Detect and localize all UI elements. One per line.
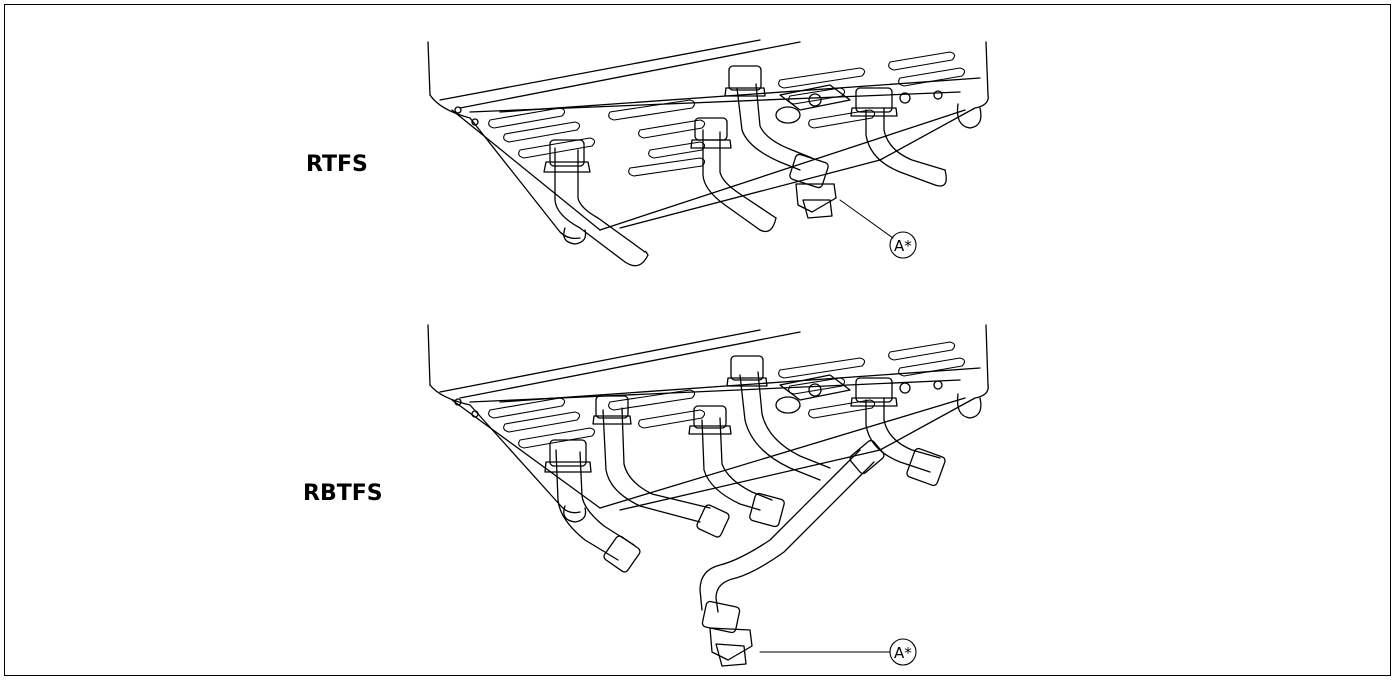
- rbtfs-boiler-underside: [427, 324, 989, 523]
- rtfs-callout-label: A*: [894, 237, 912, 255]
- model-label-rbtfs: RBTFS: [303, 481, 383, 506]
- rtfs-pipes: [543, 65, 947, 267]
- rtfs-boiler-underside: [427, 39, 989, 245]
- rbtfs-pipes: [544, 355, 946, 667]
- rbtfs-vent-slots: [488, 341, 966, 449]
- figure-frame: [4, 4, 1391, 676]
- rtfs-vent-slots: [488, 51, 966, 177]
- rbtfs-callout-label: A*: [894, 644, 912, 662]
- model-label-rtfs: RTFS: [306, 152, 368, 177]
- rtfs-callout: A*: [839, 199, 917, 259]
- rbtfs-callout: A*: [759, 638, 917, 666]
